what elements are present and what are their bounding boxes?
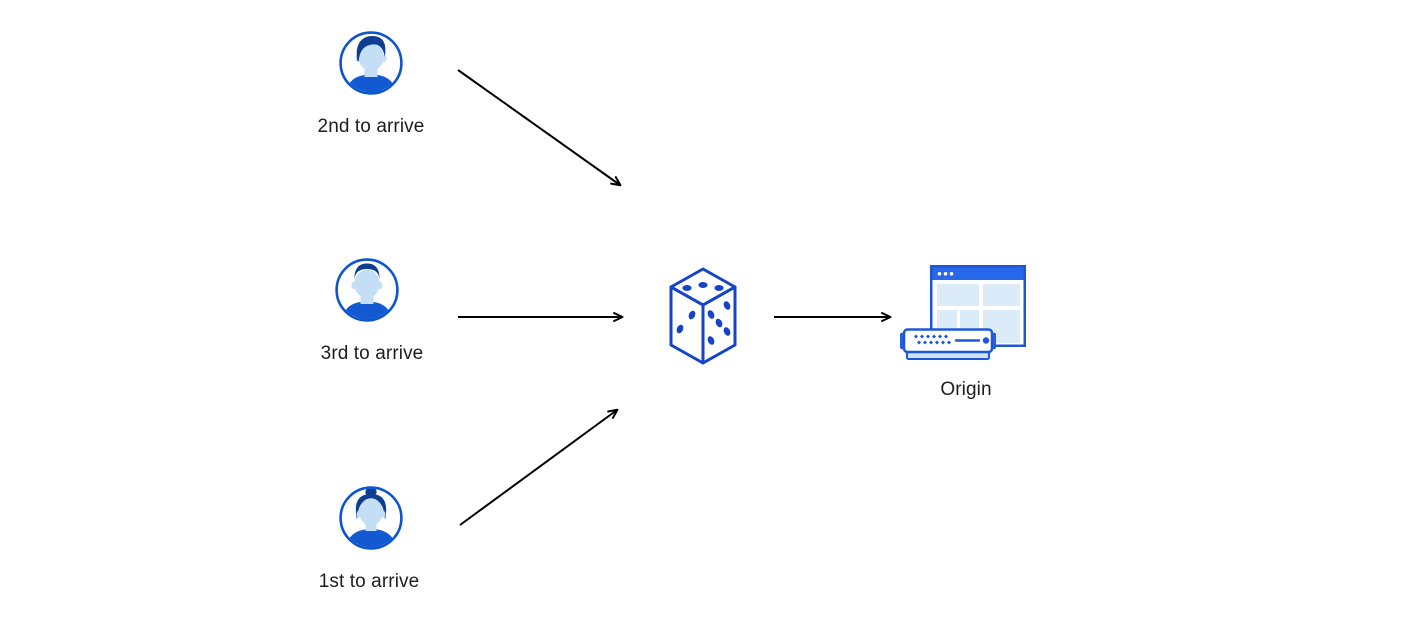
server-led-pattern <box>914 334 951 345</box>
user-label-3rd: 3rd to arrive <box>320 343 424 364</box>
dice-node <box>667 266 739 367</box>
user-label-2nd: 2nd to arrive <box>317 116 425 137</box>
origin-label: Origin <box>940 379 992 400</box>
user-node-1st: 1st to arrive <box>319 485 419 592</box>
avatar-man-short-hair-icon <box>335 258 399 322</box>
arrow-user1-to-dice <box>459 408 619 526</box>
dice-icon <box>669 267 737 365</box>
server-icon <box>900 328 996 360</box>
user-node-3rd: 3rd to arrive <box>321 257 423 364</box>
origin-node: Origin <box>896 265 1046 405</box>
user-label-1st: 1st to arrive <box>318 571 420 592</box>
avatar-man-quiff-icon <box>339 31 403 95</box>
arrow-user2-to-dice <box>457 69 622 187</box>
user-node-2nd: 2nd to arrive <box>318 30 424 137</box>
avatar-woman-bun-icon <box>339 486 403 550</box>
